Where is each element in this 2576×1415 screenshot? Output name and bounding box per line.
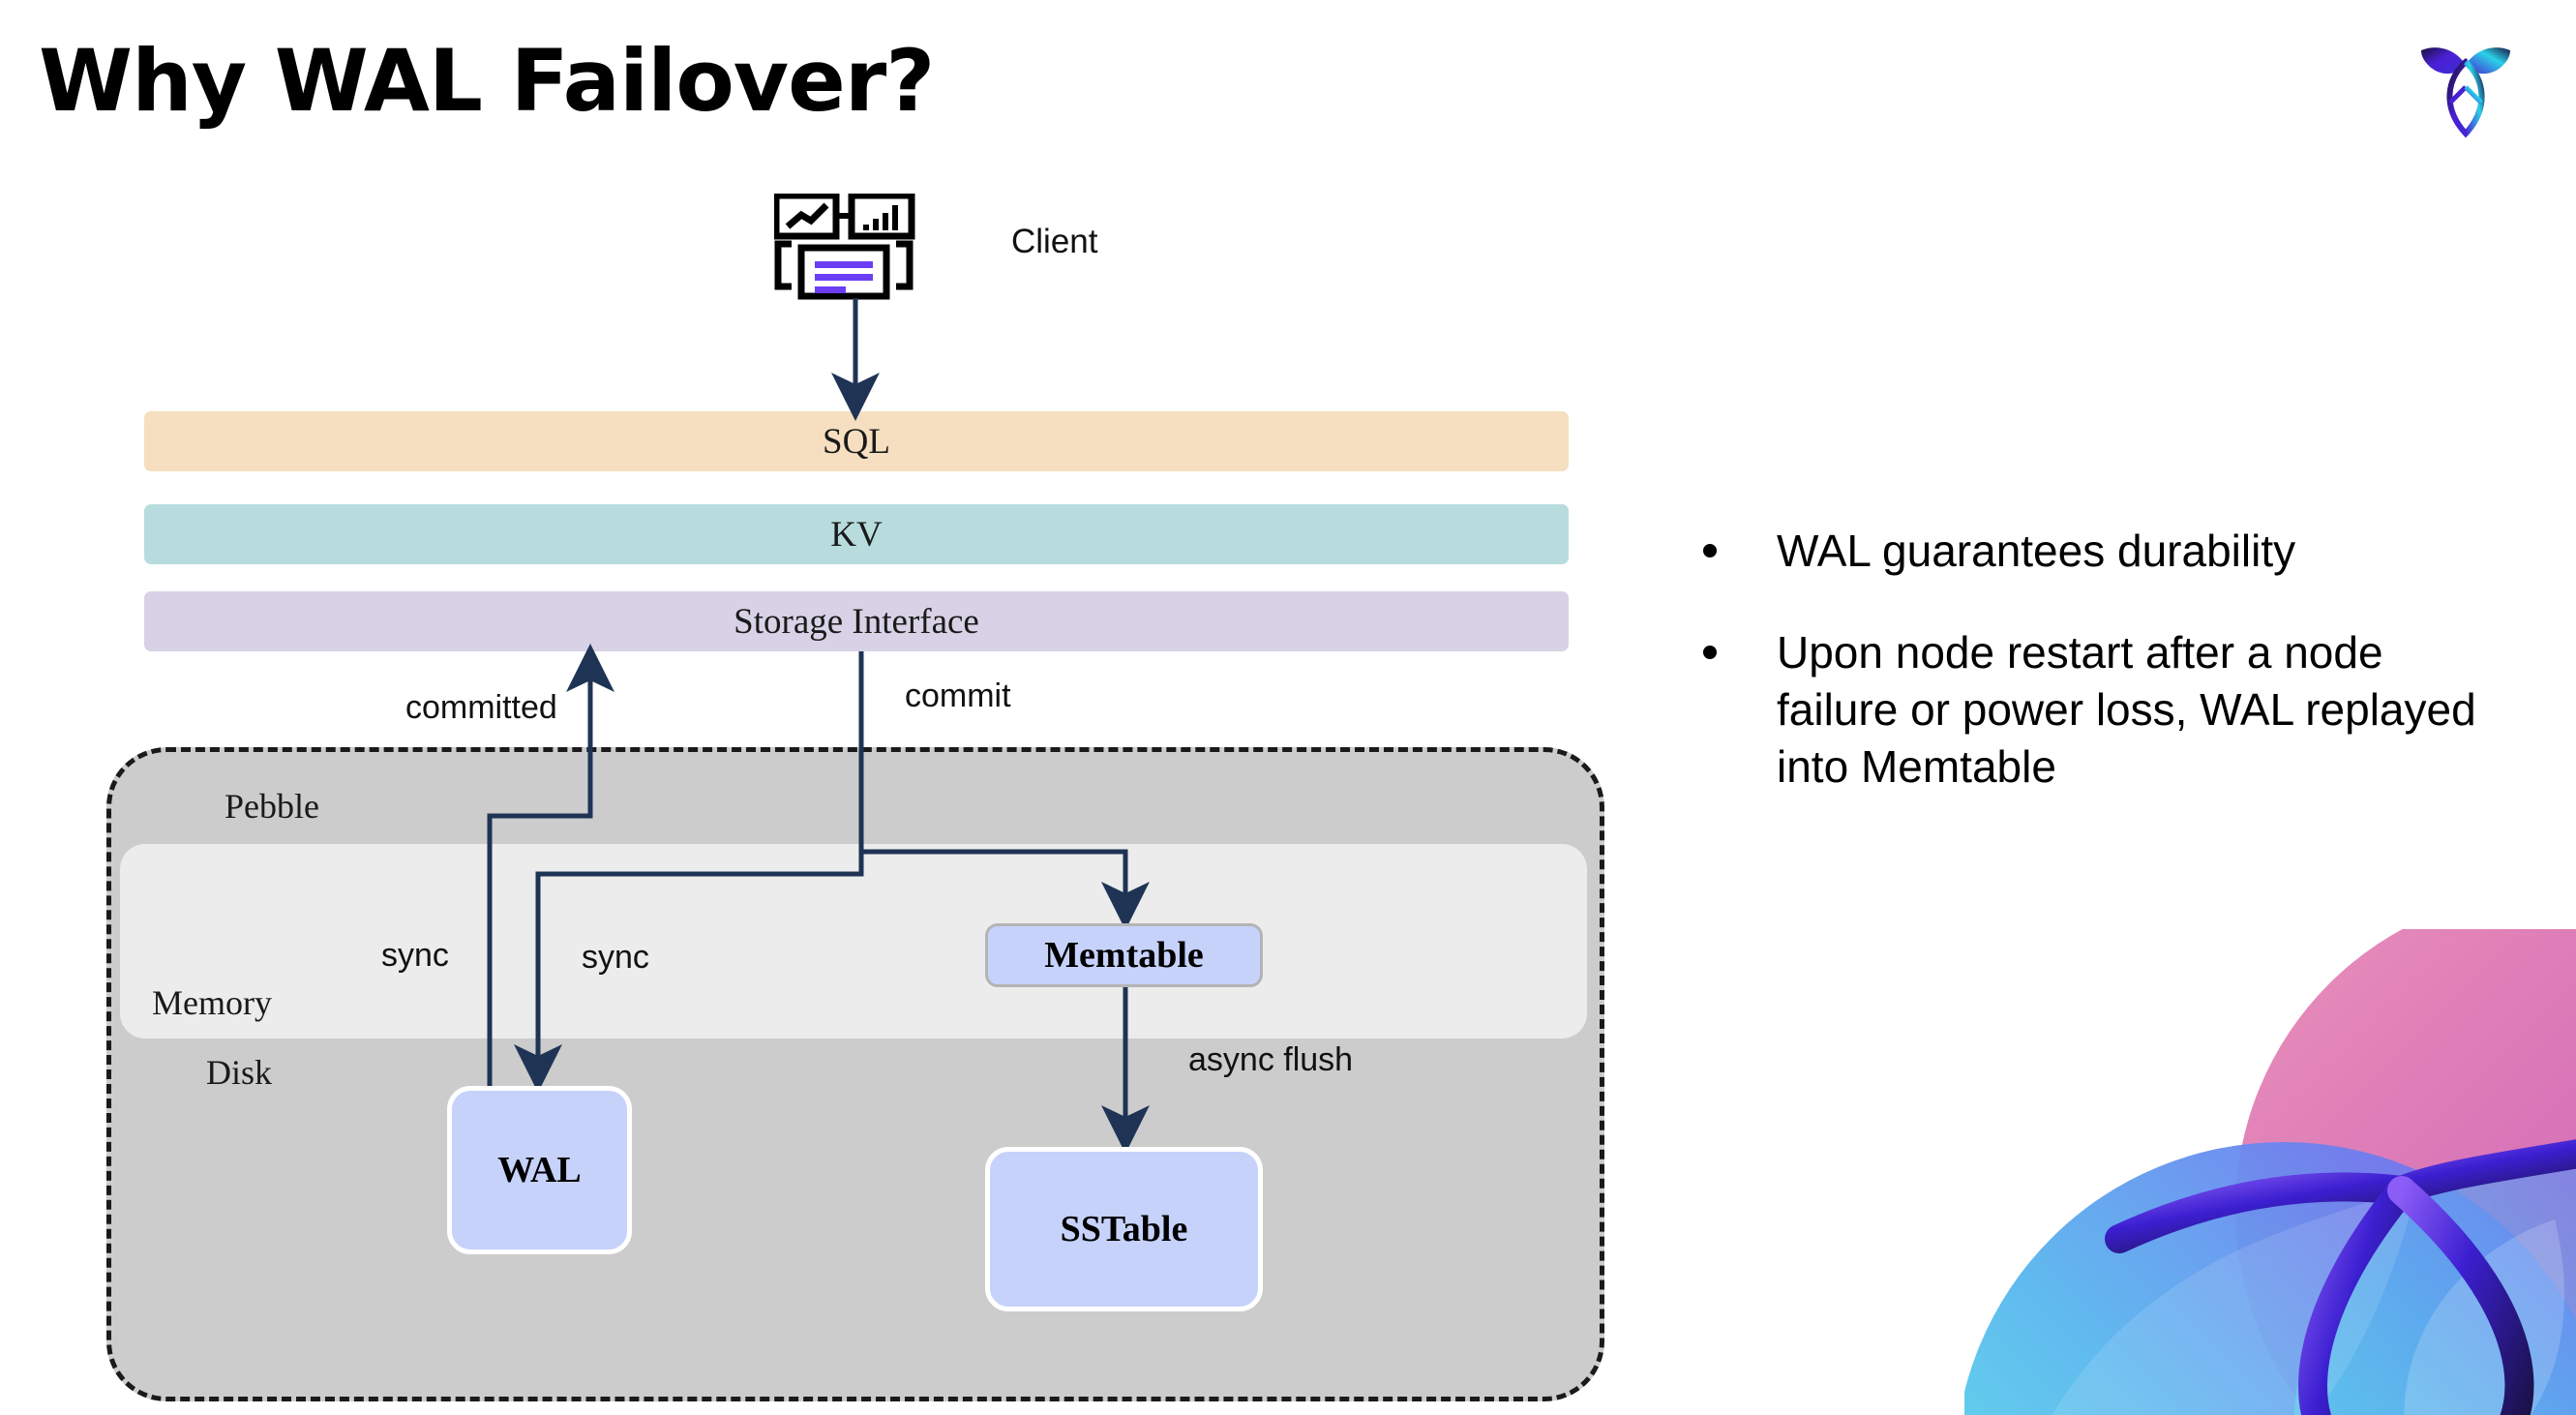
memory-label: Memory: [152, 983, 272, 1022]
layer-sql-label: SQL: [823, 421, 890, 462]
edge-label-sync-right: sync: [582, 939, 649, 976]
cockroachdb-watermark-icon: [1964, 929, 2576, 1415]
edge-label-committed: committed: [405, 689, 557, 726]
list-item: WAL guarantees durability: [1703, 523, 2497, 580]
bullet-text: Upon node restart after a node failure o…: [1777, 626, 2476, 792]
bullet-dot-icon: [1703, 544, 1717, 557]
layer-storage-label: Storage Interface: [734, 601, 979, 642]
cockroachdb-logo-icon: [2421, 47, 2510, 138]
edge-label-commit: commit: [905, 677, 1011, 714]
memory-region: [120, 844, 1587, 1039]
node-sstable-label: SSTable: [1060, 1209, 1188, 1249]
bullet-list: WAL guarantees durability Upon node rest…: [1703, 523, 2497, 840]
edge-label-sync-left: sync: [381, 937, 449, 974]
bullet-dot-icon: [1703, 645, 1717, 659]
layer-sql: SQL: [144, 411, 1569, 471]
list-item: Upon node restart after a node failure o…: [1703, 624, 2497, 796]
layer-storage: Storage Interface: [144, 591, 1569, 651]
page-title: Why WAL Failover?: [39, 31, 935, 131]
node-memtable: Memtable: [985, 923, 1263, 987]
node-wal: WAL: [447, 1086, 632, 1254]
node-sstable: SSTable: [985, 1147, 1263, 1311]
disk-label: Disk: [206, 1053, 273, 1092]
layer-kv-label: KV: [830, 514, 883, 555]
node-wal-label: WAL: [497, 1150, 582, 1190]
layer-kv: KV: [144, 504, 1569, 564]
edge-label-async-flush: async flush: [1188, 1041, 1354, 1078]
client-label: Client: [1011, 223, 1098, 260]
client-dashboard-icon: [774, 194, 915, 300]
pebble-label: Pebble: [225, 787, 319, 826]
bullet-text: WAL guarantees durability: [1777, 526, 2296, 576]
node-memtable-label: Memtable: [1044, 935, 1204, 976]
